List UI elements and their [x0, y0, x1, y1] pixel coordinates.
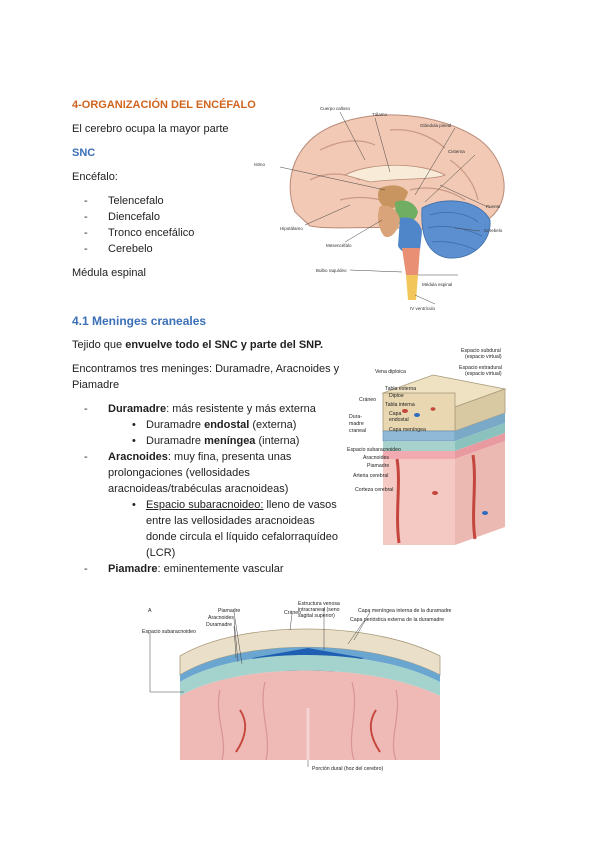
brain-label: Istmo [254, 162, 265, 167]
meninges-label: Capa [389, 411, 402, 417]
brain-label: Cerebelo [484, 228, 503, 233]
brain-label: Tálamo [372, 112, 388, 117]
encefalo-label: Encéfalo: [72, 171, 118, 183]
list-item-piamadre: Piamadre: eminentemente vascular [84, 561, 284, 577]
tejido-text: Tejido que envuelve todo el SNC y parte … [72, 339, 324, 351]
bottom-label: Estructura venosa [298, 601, 340, 607]
bottom-label: Cráneo [284, 610, 301, 616]
bottom-label: Capa perióstica externa de la duramadre [350, 617, 444, 623]
encontramos-line-1: Encontramos tres meninges: Duramadre, Ar… [72, 363, 340, 375]
brain-label: Puente [486, 204, 501, 209]
bottom-label: Capa meníngea interna de la duramadre [358, 608, 452, 614]
brain-label: Mesencéfalo [326, 243, 352, 248]
meninges-label: Arteria cerebral [353, 473, 388, 479]
medula-text: Médula espinal [72, 267, 146, 279]
list-item-duramadre: Duramadre: más resistente y más externa [84, 401, 316, 417]
list-item-continuation: prolongaciones (vellosidades [108, 467, 250, 479]
meninges-label: Capa meníngea [389, 427, 426, 433]
list-item: Diencefalo [84, 209, 194, 225]
intro-text: El cerebro ocupa la mayor parte [72, 123, 229, 135]
section-title: 4-ORGANIZACIÓN DEL ENCÉFALO [72, 99, 256, 111]
list-item-dura-meningea: Duramadre meníngea (interna) [132, 433, 300, 449]
bottom-label: Duramadre [206, 622, 232, 628]
list-item-aracnoides: Aracnoides: muy fina, presenta unas [84, 449, 291, 465]
brain-label: Cuerpo calloso [320, 106, 351, 111]
snc-heading: SNC [72, 147, 96, 159]
list-item-continuation: (LCR) [146, 547, 176, 559]
meninges-label: madre [349, 421, 364, 427]
bottom-label: Porción dural (hoz del cerebro) [312, 766, 383, 772]
bottom-label: Aracnoides [208, 615, 234, 621]
piamadre-list: Piamadre: eminentemente vascular [84, 561, 284, 577]
encefalo-list: Telencefalo Diencefalo Tronco encefálico… [84, 193, 195, 257]
espacio-sublist: Espacio subaracnoideo: lleno de vasos en… [132, 497, 339, 561]
list-item-espacio: Espacio subaracnoideo: lleno de vasos [132, 497, 338, 513]
meninges-label: (espacio virtual) [465, 354, 502, 360]
list-item-continuation: aracnoideas/trabéculas aracnoideas) [108, 483, 289, 495]
meninges-label: Aracnoides [363, 455, 389, 461]
subsection-title: 4.1 Meninges craneales [72, 314, 207, 328]
brain-label: Médula espinal [422, 282, 452, 287]
meninges-label: craneal [349, 428, 366, 434]
aracnoides-list: Aracnoides: muy fina, presenta unas prol… [84, 449, 291, 497]
brain-label: IV ventrículo [410, 306, 436, 311]
bottom-label: Espacio subaracnoideo [142, 629, 196, 635]
list-item-continuation: entre las vellosidades aracnoideas [146, 515, 315, 527]
meninges-label: Cráneo [359, 397, 376, 403]
list-item: Cerebelo [84, 241, 194, 257]
brain-label: Hipotálamo [280, 226, 303, 231]
bottom-label: intracraneal (seno [298, 607, 340, 613]
meninges-label: (espacio virtual) [465, 371, 502, 377]
meninges-label: Corteza cerebral [355, 487, 393, 493]
list-item-continuation: donde circula el líquido cefalorraquídeo [146, 531, 339, 543]
brain-label: Cisterna [448, 149, 465, 154]
meninges-label: Tabla interna [385, 402, 415, 408]
list-item: Telencefalo [84, 193, 194, 209]
meninges-cross-section-diagram: A Piamadre Aracnoides Duramadre Espacio … [142, 601, 452, 772]
list-item-dura-endostal: Duramadre endostal (externa) [132, 417, 299, 433]
meninges-label: Tabla externa [385, 386, 416, 392]
meninges-label: Espacio subaracnoideo [347, 447, 401, 453]
meninges-list: Duramadre: más resistente y más externa [84, 401, 316, 417]
meninges-label: Espacio extradural [459, 365, 502, 371]
meninges-label: Dura- [349, 414, 362, 420]
bottom-label: sagital superior) [298, 613, 335, 619]
meninges-label: Vena diploica [375, 369, 406, 375]
meninges-block-diagram: Vena diploica Espacio subdural (espacio … [347, 348, 507, 545]
meninges-label: Espacio subdural [461, 348, 501, 354]
encontramos-line-2: Piamadre [72, 379, 120, 391]
bottom-label: A [148, 608, 152, 614]
bottom-label: Piamadre [218, 608, 240, 614]
meninges-label: Piamadre [367, 463, 389, 469]
brain-label: Glándula pineal [420, 123, 451, 128]
list-item: Tronco encefálico [84, 225, 195, 241]
brain-label: Bulbo raquídeo [316, 268, 347, 273]
duramadre-sublist: Duramadre endostal (externa) Duramadre m… [132, 417, 300, 449]
meninges-label: endostal [389, 417, 409, 423]
brain-sagittal-diagram: Cuerpo calloso Tálamo Glándula pineal Ci… [254, 106, 505, 311]
meninges-label: Diploe [389, 393, 404, 399]
